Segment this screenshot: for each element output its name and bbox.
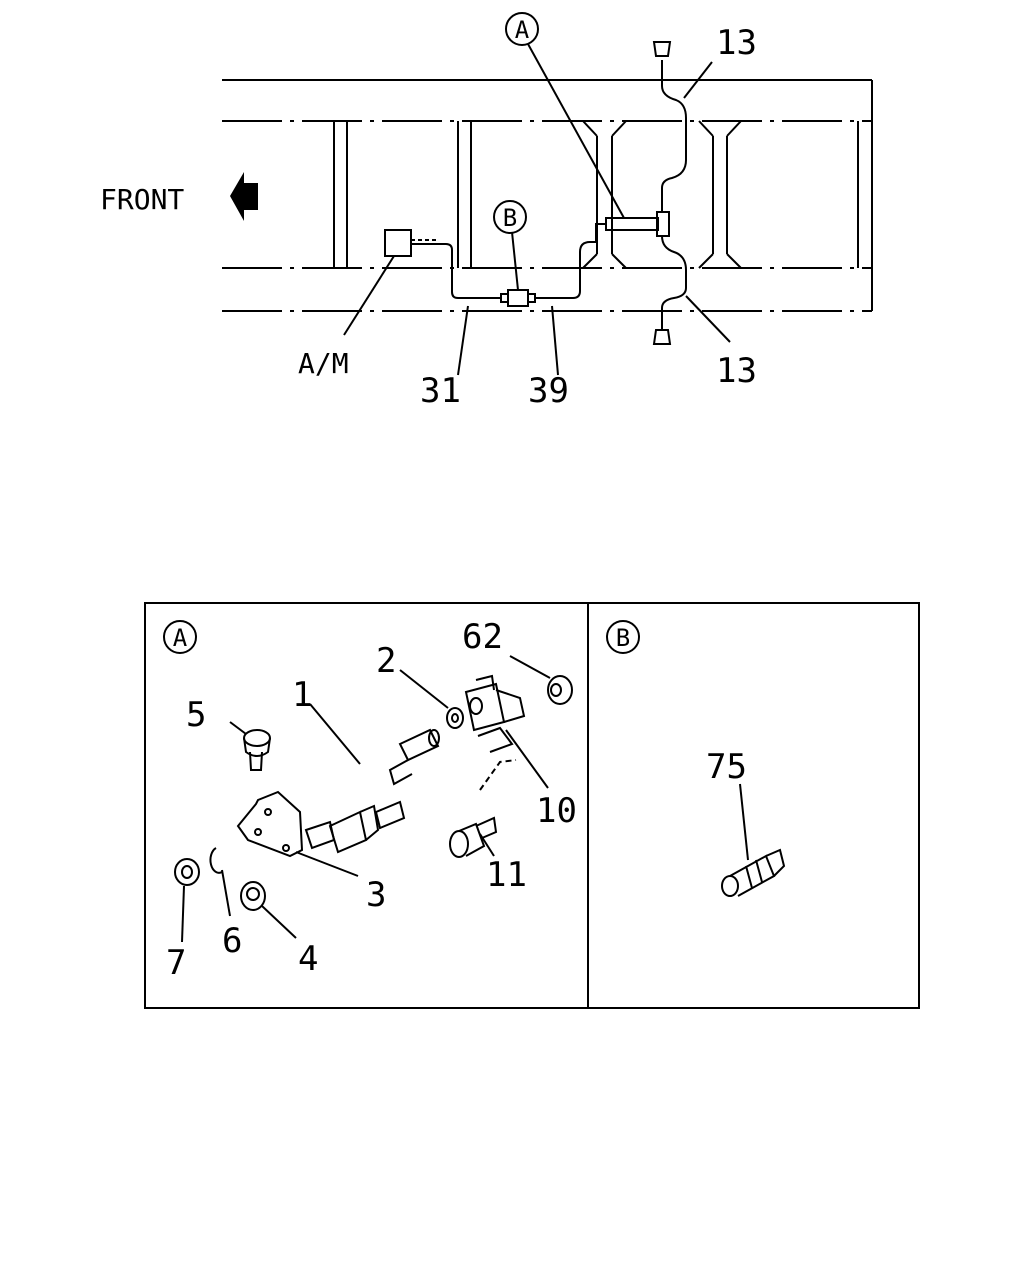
callout-b-label: B <box>503 204 517 232</box>
hose-39 <box>535 223 606 299</box>
am-label: A/M <box>298 347 349 380</box>
part-62-nut <box>547 675 573 705</box>
part-75-label: 75 <box>706 747 747 787</box>
detail-frame <box>144 602 920 1009</box>
part-75-connector <box>721 848 786 897</box>
part-13-bottom-label: 13 <box>716 351 757 391</box>
chassis-frame <box>222 79 873 312</box>
part-5-label: 5 <box>186 695 206 735</box>
part-4-label: 4 <box>298 939 318 979</box>
part-1-valve <box>304 728 440 854</box>
detail-b-title: B <box>616 624 630 652</box>
part-10-label: 10 <box>536 791 577 831</box>
front-arrow-icon <box>230 172 258 221</box>
part-5-bolt <box>243 729 271 771</box>
terminal-bottom-icon <box>652 329 672 345</box>
harness-13 <box>661 60 687 330</box>
connector-b <box>507 289 529 307</box>
part-7-label: 7 <box>166 943 186 983</box>
detail-b-circle <box>606 620 640 654</box>
part-6-label: 6 <box>222 921 242 961</box>
component-a <box>605 217 659 231</box>
part-13-top-label: 13 <box>716 23 757 63</box>
part-2-label: 2 <box>376 641 396 681</box>
callout-circle-b <box>493 200 527 234</box>
part-3-bracket <box>236 790 304 858</box>
part-2-washer <box>446 707 464 729</box>
part-3-label: 3 <box>366 875 386 915</box>
part-7-nut <box>174 858 200 886</box>
callout-a-label: A <box>515 16 530 44</box>
part-11-bolt <box>449 816 498 858</box>
hose-31 <box>411 243 502 299</box>
terminal-top-icon <box>652 41 672 57</box>
part-39-label: 39 <box>528 371 569 411</box>
am-unit <box>384 229 412 257</box>
part-11-label: 11 <box>486 855 527 895</box>
front-label: FRONT <box>100 183 184 216</box>
callout-circle-a <box>505 12 539 46</box>
part-4-nut <box>240 881 266 911</box>
part-6-ring <box>209 847 223 874</box>
part-62-label: 62 <box>462 617 503 657</box>
detail-a-title: A <box>173 624 188 652</box>
part-1-label: 1 <box>292 675 312 715</box>
part-10-block <box>464 674 526 753</box>
detail-a-circle <box>163 620 197 654</box>
part-31-label: 31 <box>420 371 461 411</box>
